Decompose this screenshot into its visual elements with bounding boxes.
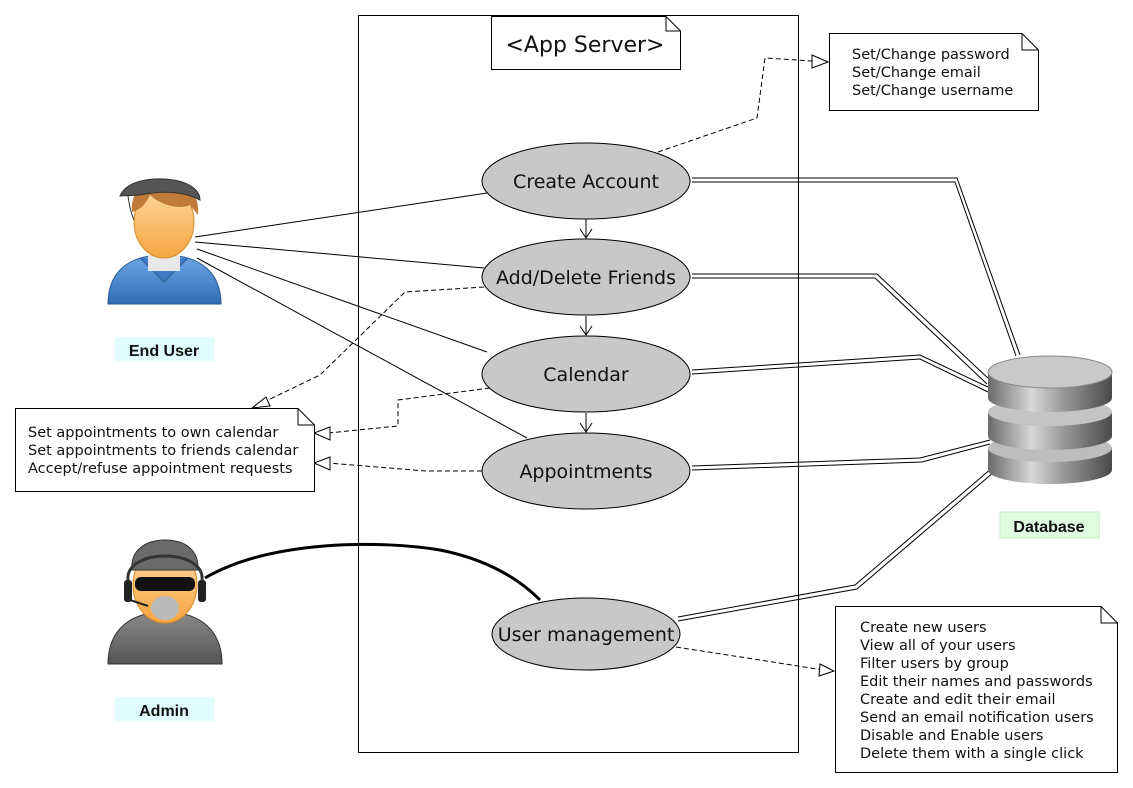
note-line: Delete them with a single click [860,746,1084,762]
actor-label: End User [129,343,199,360]
note-admin: Create new users View all of your users … [835,606,1118,773]
include-arrows [579,219,593,433]
note-line: Filter users by group [860,656,1009,672]
note-line: Set/Change username [852,83,1013,99]
note-line: Disable and Enable users [860,728,1043,744]
use-case-calendar[interactable]: Calendar [481,335,691,413]
database-associations [677,177,1021,622]
use-case-add-delete-friends[interactable]: Add/Delete Friends [481,238,691,316]
note-line: Set/Change email [852,65,981,81]
note-line: View all of your users [860,638,1016,654]
end-user-label: End User [115,337,214,361]
actor-label: Database [1013,519,1084,536]
actor-label: Admin [139,703,189,720]
note-calendar: Set appointments to own calendar Set app… [15,408,315,492]
note-line: Create new users [860,620,987,636]
database-icon [987,355,1113,484]
use-case-label: Add/Delete Friends [496,267,676,289]
note-account: Set/Change password Set/Change email Set… [829,33,1039,111]
use-case-label: Create Account [513,171,659,193]
database-label: Database [999,511,1100,539]
use-case-create-account[interactable]: Create Account [481,142,691,220]
admin-label: Admin [115,697,214,721]
system-boundary [358,15,799,753]
use-case-user-management[interactable]: User management [491,597,681,671]
note-line: Accept/refuse appointment requests [28,461,293,477]
end-user-icon [107,178,222,305]
system-title-note: <App Server> [491,16,681,70]
note-line: Send an email notification users [860,710,1094,726]
system-title: <App Server> [506,33,665,58]
note-line: Set appointments to friends calendar [28,443,298,459]
use-case-label: User management [498,624,675,646]
note-line: Set appointments to own calendar [28,425,278,441]
note-line: Edit their names and passwords [860,674,1093,690]
use-case-label: Appointments [519,461,652,483]
note-line: Create and edit their email [860,692,1056,708]
note-line: Set/Change password [852,47,1010,63]
admin-icon [107,539,223,665]
use-case-label: Calendar [543,364,629,386]
admin-association [204,542,542,602]
note-connectors [263,57,824,671]
note-arrowheads [250,54,836,677]
end-user-associations [194,192,528,439]
use-case-appointments[interactable]: Appointments [481,432,691,510]
